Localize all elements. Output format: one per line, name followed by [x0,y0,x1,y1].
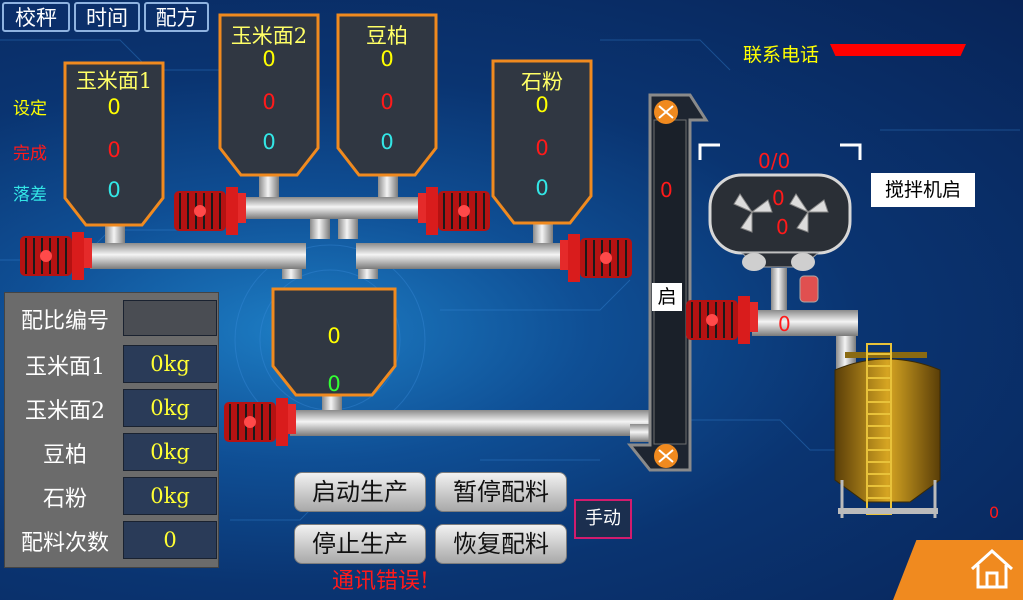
motor-5 [223,397,297,447]
hopper-diff: 0 [535,176,549,200]
pause-dosing-button[interactable]: 暂停配料 [435,472,567,512]
hopper-corn1: 玉米面1 0 0 0 [62,60,166,228]
recipe-row-label: 玉米面2 [25,399,105,424]
mixer-value-2: 0 [776,215,789,239]
contact-label: 联系电话 [743,44,820,66]
hopper-set: 0 [262,47,276,71]
recipe-row-value[interactable]: 0kg [123,433,217,471]
hopper-done: 0 [107,138,121,162]
weigh-done: 0 [327,372,341,396]
contact-number-bar [830,44,966,56]
stop-production-button[interactable]: 停止生产 [294,524,426,564]
elevator-value: 0 [660,178,673,202]
setpoint-label: 设定 [13,99,47,119]
start-production-button[interactable]: 启动生产 [294,472,426,512]
recipe-row-value[interactable]: 0kg [123,477,217,515]
batch-count-label: 配料次数 [20,531,109,556]
motor-6 [685,295,759,345]
resume-dosing-button[interactable]: 恢复配料 [435,524,567,564]
motor-4 [559,233,633,283]
motor-3 [417,186,491,236]
hopper-corn2: 玉米面2 0 0 0 [217,12,321,178]
communication-error-alert: 通讯错误! [332,569,429,594]
time-button[interactable]: 时间 [74,2,140,32]
recipe-row-value[interactable]: 0kg [123,345,217,383]
mixer-conveyor-value: 0 [778,312,791,336]
mixer-ratio: 0/0 [758,149,791,173]
hopper-done: 0 [380,90,394,114]
hopper-diff: 0 [107,178,121,202]
mixer-status: 搅拌机启 [871,173,975,207]
recipe-id-field[interactable] [123,300,217,336]
weigh-hopper: 0 0 [270,286,398,398]
motor-2 [173,186,247,236]
done-label: 完成 [13,144,47,164]
hopper-soymeal: 豆柏 0 0 0 [335,12,439,178]
hopper-name: 石粉 [521,70,563,94]
hopper-done: 0 [262,90,276,114]
recipe-row-value[interactable]: 0kg [123,389,217,427]
hopper-set: 0 [107,95,121,119]
hopper-name: 玉米面1 [75,69,153,93]
manual-mode-button[interactable]: 手动 [574,499,632,539]
hopper-stone-powder: 石粉 0 0 0 [490,58,594,226]
hopper-diff: 0 [380,130,394,154]
hopper-name: 豆柏 [366,24,408,48]
hopper-diff: 0 [262,130,276,154]
hopper-set: 0 [380,47,394,71]
batch-count-value[interactable]: 0 [123,521,217,559]
calibrate-button[interactable]: 校秤 [2,2,70,32]
recipe-row-label: 玉米面1 [25,355,105,380]
home-corner[interactable] [893,540,1023,600]
recipe-row-label: 豆柏 [42,443,87,468]
recipe-id-label: 配比编号 [20,309,109,334]
tank-value: 0 [989,503,1000,522]
hopper-done: 0 [535,136,549,160]
mixer-value-1: 0 [772,186,785,210]
motor-1 [19,231,93,281]
home-icon[interactable] [968,547,1016,591]
hopper-set: 0 [535,93,549,117]
recipe-panel: 配比编号 玉米面1 0kg 玉米面2 0kg 豆柏 0kg 石粉 0kg 配料次… [4,292,219,568]
recipe-row-label: 石粉 [42,487,87,512]
error-label: 落差 [13,185,47,205]
elevator-status: 启 [652,283,682,311]
hopper-name: 玉米面2 [230,24,308,48]
recipe-button[interactable]: 配方 [144,2,209,32]
weigh-set: 0 [327,324,341,348]
